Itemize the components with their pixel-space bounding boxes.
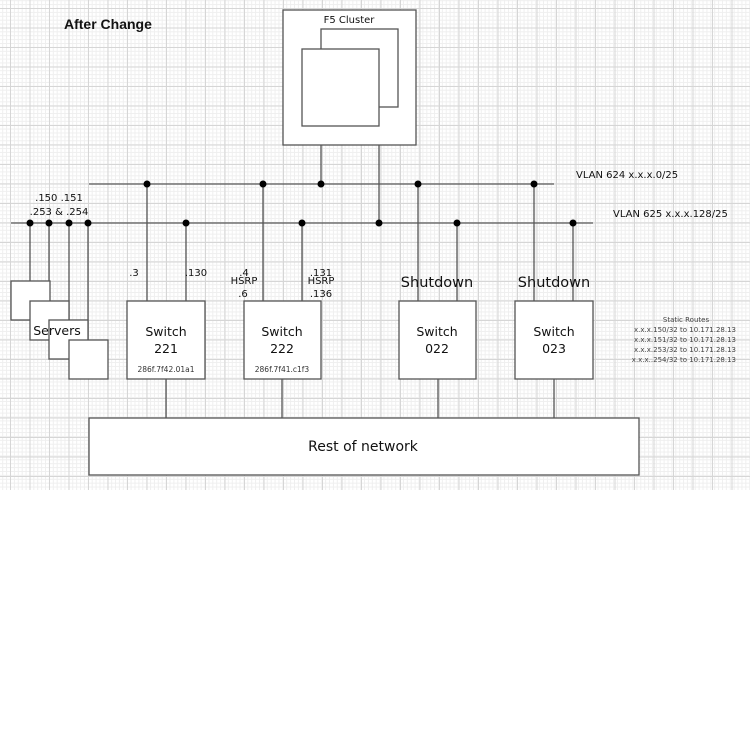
static-route-item: x.x.x..254/32 to 10.171.28.13 xyxy=(632,356,736,364)
static-routes-heading: Static Routes xyxy=(663,316,710,324)
switch-222-box[interactable] xyxy=(243,300,322,380)
sw023-name-line2: 023 xyxy=(542,341,566,356)
sw222-name-line2: 222 xyxy=(270,341,294,356)
sw222-right-ip2: .136 xyxy=(310,289,332,300)
sw023-name-line1: Switch xyxy=(533,324,574,339)
junction-dot xyxy=(84,219,92,227)
junction-dot xyxy=(414,180,422,188)
f5-node-front[interactable] xyxy=(301,48,380,127)
rest-of-network-box[interactable] xyxy=(88,417,640,476)
switch-023-box[interactable] xyxy=(514,300,594,380)
sw221-mac: 286f.7f42.01a1 xyxy=(137,365,194,374)
junction-dot xyxy=(453,219,461,227)
sw221-right-ip: .130 xyxy=(185,268,207,279)
vlan-625-label: VLAN 625 x.x.x.128/25 xyxy=(613,209,728,220)
static-route-item: x.x.x.151/32 to 10.171.28.13 xyxy=(634,336,736,344)
junction-dot xyxy=(530,180,538,188)
sw023-status: Shutdown xyxy=(518,275,590,291)
static-route-item: x.x.x.253/32 to 10.171.28.13 xyxy=(634,346,736,354)
server-ips-line1: .150 .151 xyxy=(35,193,83,204)
f5-cluster-label: F5 Cluster xyxy=(324,15,376,26)
switch-221-box[interactable] xyxy=(126,300,206,380)
sw222-left-ip2: .6 xyxy=(238,289,248,300)
sw222-mac: 286f.7f41.c1f3 xyxy=(255,365,310,374)
rest-of-network-label: Rest of network xyxy=(308,439,419,455)
junction-dot xyxy=(26,219,34,227)
diagram-title: After Change xyxy=(64,16,152,32)
sw221-name-line1: Switch xyxy=(145,324,186,339)
server-ips-line2: .253 & .254 xyxy=(30,207,89,218)
junction-dot xyxy=(317,180,325,188)
junction-dot xyxy=(45,219,53,227)
sw222-name-line1: Switch xyxy=(261,324,302,339)
servers-label: Servers xyxy=(33,323,81,338)
sw022-status: Shutdown xyxy=(401,275,473,291)
junction-dot xyxy=(298,219,306,227)
static-route-item: x.x.x.150/32 to 10.171.28.13 xyxy=(634,326,736,334)
junction-dot xyxy=(65,219,73,227)
junction-dot xyxy=(182,219,190,227)
sw022-name-line1: Switch xyxy=(416,324,457,339)
server-box-4[interactable] xyxy=(68,339,109,380)
sw222-right-ip: .131 xyxy=(310,268,332,279)
sw221-name-line2: 221 xyxy=(154,341,178,356)
junction-dot xyxy=(259,180,267,188)
junction-dot xyxy=(569,219,577,227)
sw222-left-hsrp: HSRP xyxy=(231,276,258,287)
vlan-624-label: VLAN 624 x.x.x.0/25 xyxy=(576,170,678,181)
sw222-right-hsrp: HSRP xyxy=(308,276,335,287)
switch-022-box[interactable] xyxy=(398,300,477,380)
sw222-left-ip: .4 xyxy=(239,268,249,279)
junction-dot xyxy=(143,180,151,188)
sw022-name-line2: 022 xyxy=(425,341,449,356)
junction-dot xyxy=(375,219,383,227)
sw221-left-ip: .3 xyxy=(129,268,139,279)
